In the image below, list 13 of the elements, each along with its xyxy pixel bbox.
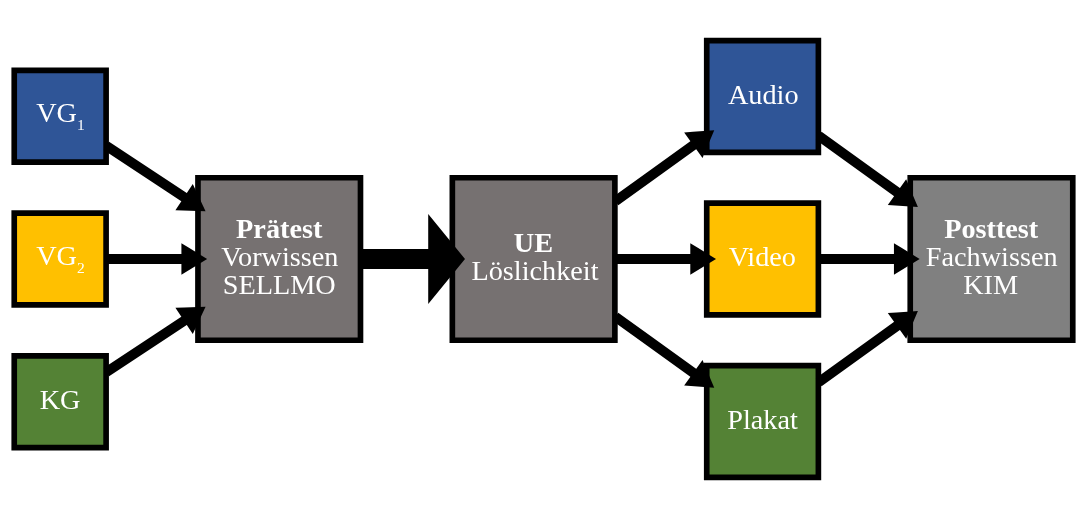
node-box: KG: [11, 352, 109, 450]
node-box: Plakat: [703, 362, 822, 480]
node-box: UE Löslichkeit: [449, 174, 618, 343]
arrow: [360, 213, 465, 304]
node-box: Posttest Fachwissen KIM: [907, 174, 1076, 343]
node-box: Prätest Vorwissen SELLMO: [195, 174, 364, 343]
node-box: VG$_{2}$: [11, 209, 109, 308]
node-box: VG$_{1}$: [11, 67, 109, 165]
arrow: [818, 242, 920, 275]
node-box: Video: [703, 199, 822, 318]
node-box: Audio: [703, 37, 822, 155]
arrow: [615, 242, 717, 275]
arrow: [106, 242, 208, 275]
